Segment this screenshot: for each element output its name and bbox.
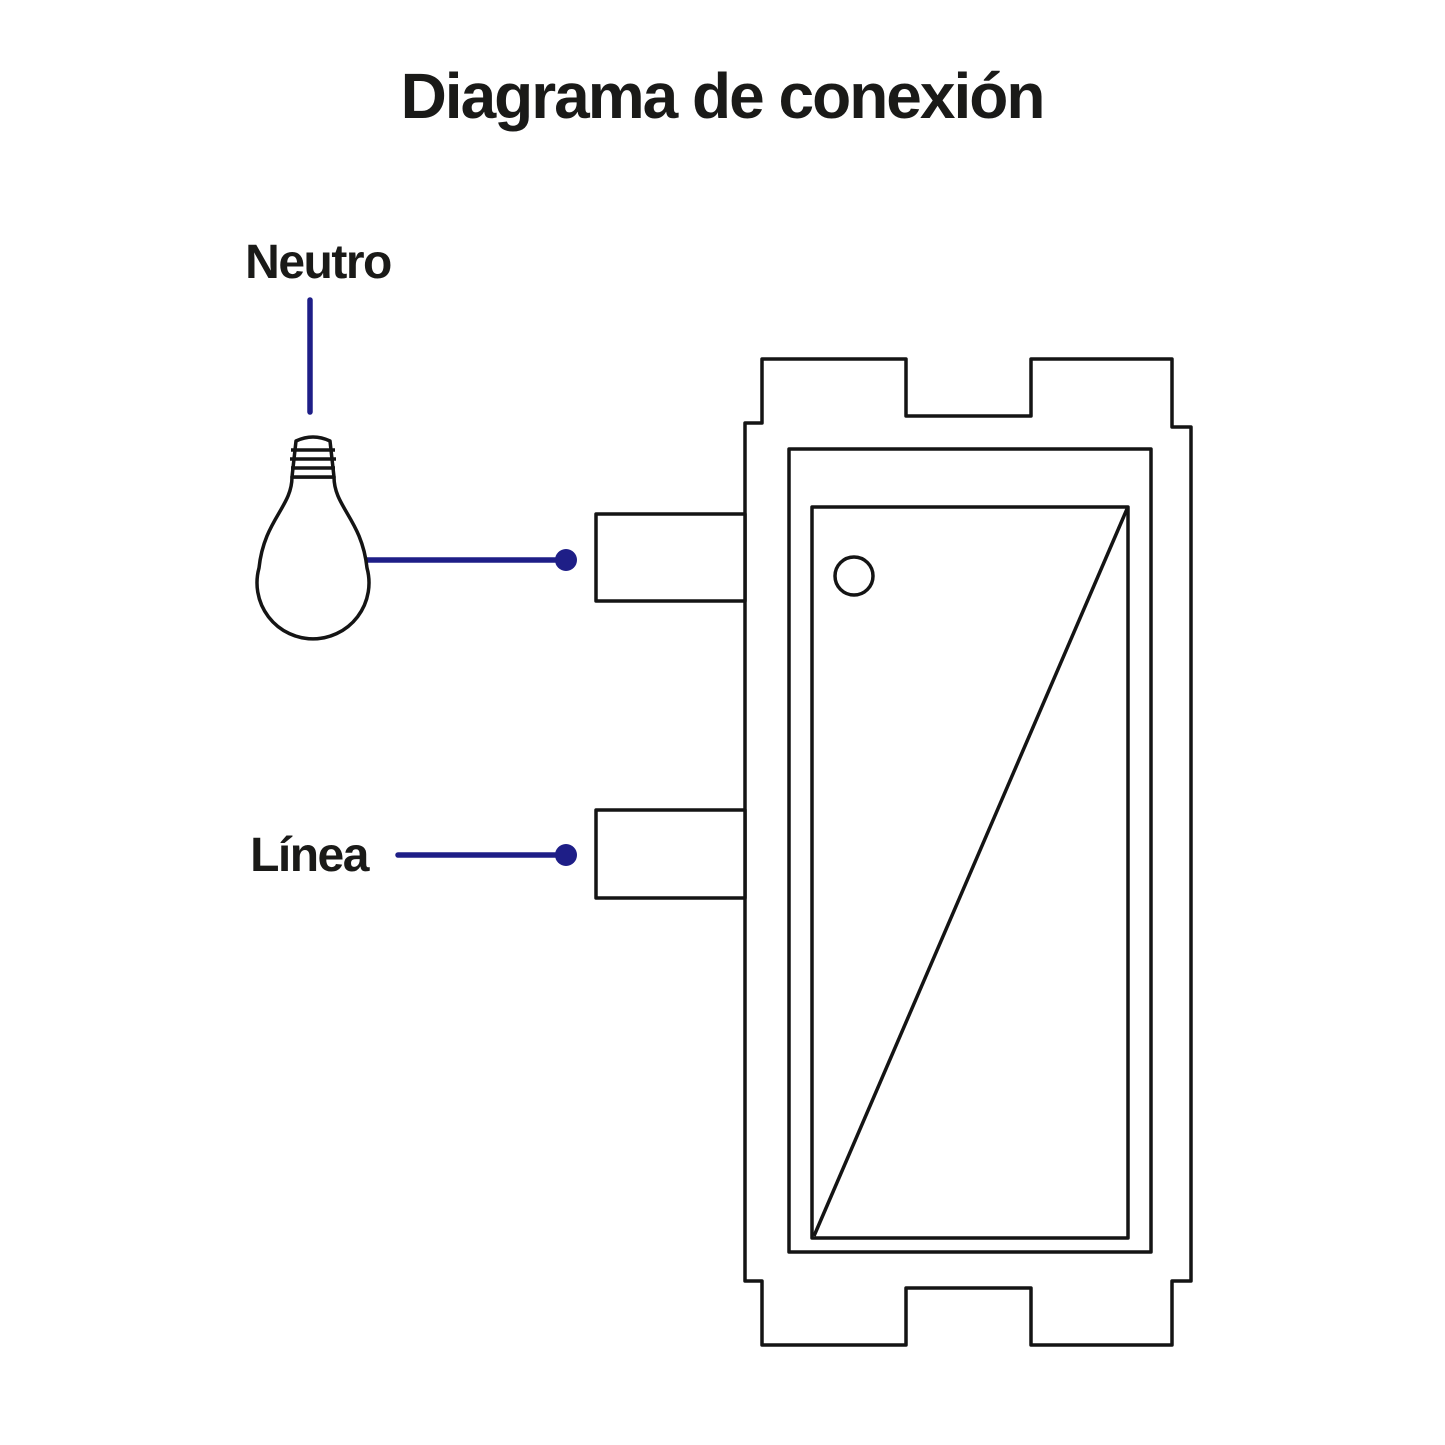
linea-label: Línea (250, 829, 370, 882)
light-bulb-icon (255, 435, 371, 641)
switch-inner-frame (787, 447, 1153, 1254)
neutro-label: Neutro (245, 236, 391, 289)
neutro-terminal-dot (555, 549, 577, 571)
switch-rocker (810, 505, 1130, 1240)
switch-module (594, 357, 1193, 1347)
bulb-screw-cap (290, 435, 336, 479)
switch-terminal-top (594, 512, 747, 603)
bulb-globe (255, 475, 371, 641)
switch-body-outline (743, 357, 1193, 1347)
diagram-title: Diagrama de conexión (401, 60, 1044, 132)
switch-indicator-circle (833, 555, 875, 597)
switch-rocker-diagonal (812, 508, 1129, 1237)
linea-terminal-dot (555, 844, 577, 866)
switch-terminal-bottom (594, 808, 747, 900)
